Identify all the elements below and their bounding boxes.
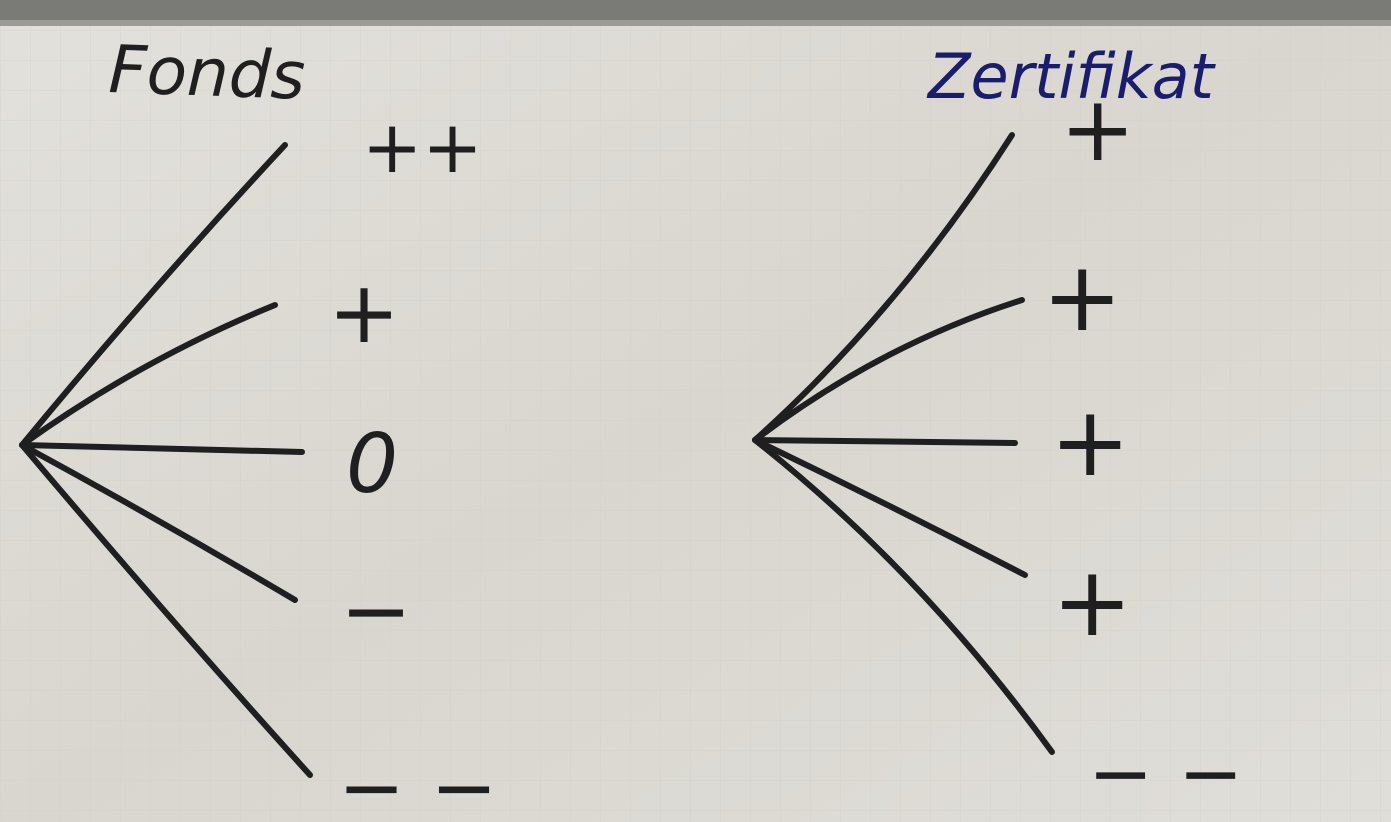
left-outcome-5: − −	[338, 741, 498, 822]
right-branch-2	[752, 297, 1025, 443]
right-outcome-1: +	[1060, 77, 1135, 182]
right-tree-title: Zertifikat	[926, 40, 1217, 113]
left-tree-title: Fonds	[107, 31, 306, 115]
right-branch-3	[752, 437, 1018, 446]
left-branch-5	[19, 442, 313, 778]
board-frame-edge	[0, 20, 1391, 26]
left-outcome-4: −	[340, 561, 412, 661]
left-branch-2	[19, 302, 278, 448]
right-outcome-3: +	[1050, 386, 1130, 498]
right-outcome-2: +	[1042, 241, 1122, 353]
left-branch-1	[19, 142, 288, 448]
right-outcome-4: +	[1052, 546, 1132, 658]
right-outcome-5: − −	[1088, 729, 1244, 819]
left-branch-3	[19, 442, 305, 455]
left-outcome-1: ++	[362, 105, 483, 189]
left-outcome-2: +	[328, 263, 400, 363]
left-outcome-3: 0	[346, 417, 398, 512]
left-tree	[19, 142, 313, 778]
left-branch-4	[19, 442, 298, 603]
right-tree	[752, 132, 1055, 755]
right-branch-1	[752, 132, 1015, 443]
board-frame-top	[0, 0, 1391, 22]
right-branch-4	[752, 437, 1028, 578]
right-branch-5	[752, 437, 1055, 755]
